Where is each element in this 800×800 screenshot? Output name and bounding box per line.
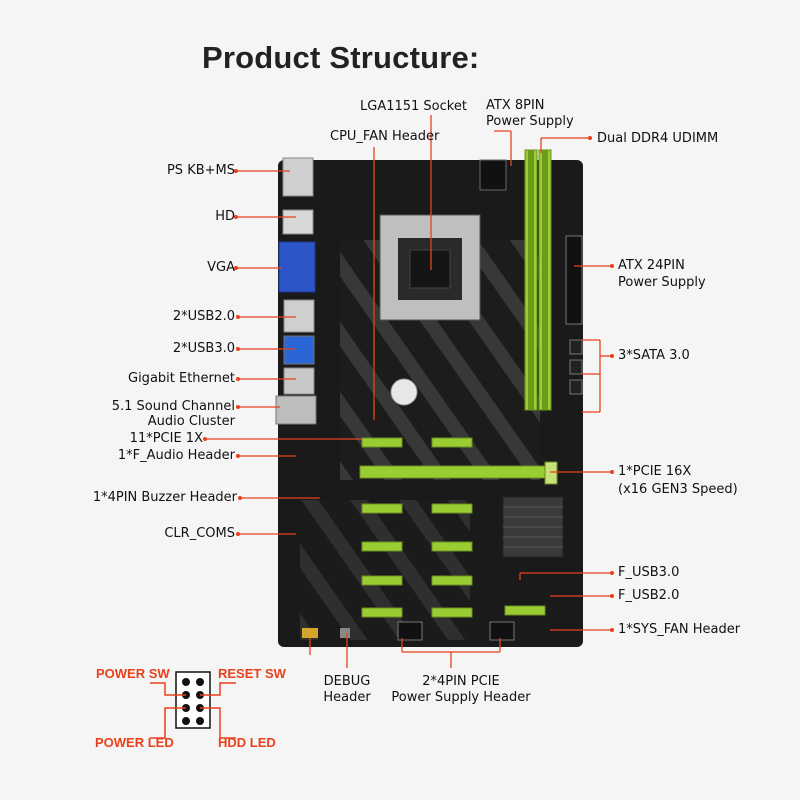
- label-ps-kb-ms: PS KB+MS: [166, 163, 235, 178]
- label-gigabit-ethernet: Gigabit Ethernet: [128, 371, 235, 386]
- label-pcie-16x-speed: (x16 GEN3 Speed): [618, 482, 738, 497]
- label-buzzer-header: 1*4PIN Buzzer Header: [92, 490, 237, 505]
- cmos-battery: [390, 378, 418, 406]
- label-sata: 3*SATA 3.0: [618, 348, 690, 363]
- label-debug: DEBUG: [323, 674, 371, 689]
- rear-io-ports: [275, 157, 317, 425]
- chipset-heatsink: [502, 496, 564, 558]
- label-pcie-power-header: Power Supply Header: [391, 690, 531, 705]
- label-pcie-16x: 1*PCIE 16X: [618, 464, 692, 479]
- label-4pin-pcie: 2*4PIN PCIE: [422, 674, 500, 689]
- pcie-1x-slots: [361, 437, 546, 618]
- bottom-headers: [302, 621, 515, 641]
- atx-8pin-connector: [479, 159, 507, 191]
- label-f-usb20: F_USB2.0: [618, 588, 680, 603]
- label-atx-8pin: ATX 8PIN: [486, 98, 545, 113]
- label-debug-header: Header: [323, 690, 371, 705]
- label-atx-24pin: ATX 24PIN: [618, 258, 685, 273]
- label-clr-coms: CLR_COMS: [164, 526, 235, 541]
- label-sys-fan-header: 1*SYS_FAN Header: [618, 622, 741, 637]
- motherboard-board: [278, 160, 583, 647]
- ddr4-slots: [524, 149, 552, 411]
- sata-ports: [569, 339, 583, 395]
- pin-label-power-sw: POWER SW: [96, 666, 170, 681]
- callout-lines: [205, 115, 612, 668]
- label-f-usb30: F_USB3.0: [618, 565, 680, 580]
- label-audio-cluster: Audio Cluster: [147, 414, 235, 429]
- label-sound-channel: 5.1 Sound Channel: [111, 399, 235, 414]
- pin-label-power-led: POWER LED: [95, 735, 174, 750]
- label-f-audio-header: 1*F_Audio Header: [117, 448, 235, 463]
- label-lga1151-socket: LGA1151 Socket: [360, 99, 467, 114]
- label-usb30: 2*USB3.0: [172, 341, 235, 356]
- label-dual-ddr4: Dual DDR4 UDIMM: [597, 131, 719, 146]
- label-vga: VGA: [207, 260, 235, 275]
- cpu-socket: [379, 214, 481, 321]
- label-pcie-1x: 11*PCIE 1X: [129, 431, 203, 446]
- label-atx-8pin-sub: Power Supply: [486, 114, 574, 129]
- pin-label-hdd-led: HDD LED: [218, 735, 276, 750]
- atx-24pin-connector: [565, 235, 583, 325]
- pin-label-reset-sw: RESET SW: [218, 666, 286, 681]
- callout-arrowheads: [203, 136, 614, 632]
- label-atx-24pin-sub: Power Supply: [618, 275, 706, 290]
- page-title: Product Structure:: [202, 40, 480, 75]
- front-panel-pin-diagram: [150, 671, 236, 739]
- label-cpu-fan-header: CPU_FAN Header: [330, 129, 440, 144]
- label-hd: HD: [215, 209, 235, 224]
- label-usb20: 2*USB2.0: [172, 309, 235, 324]
